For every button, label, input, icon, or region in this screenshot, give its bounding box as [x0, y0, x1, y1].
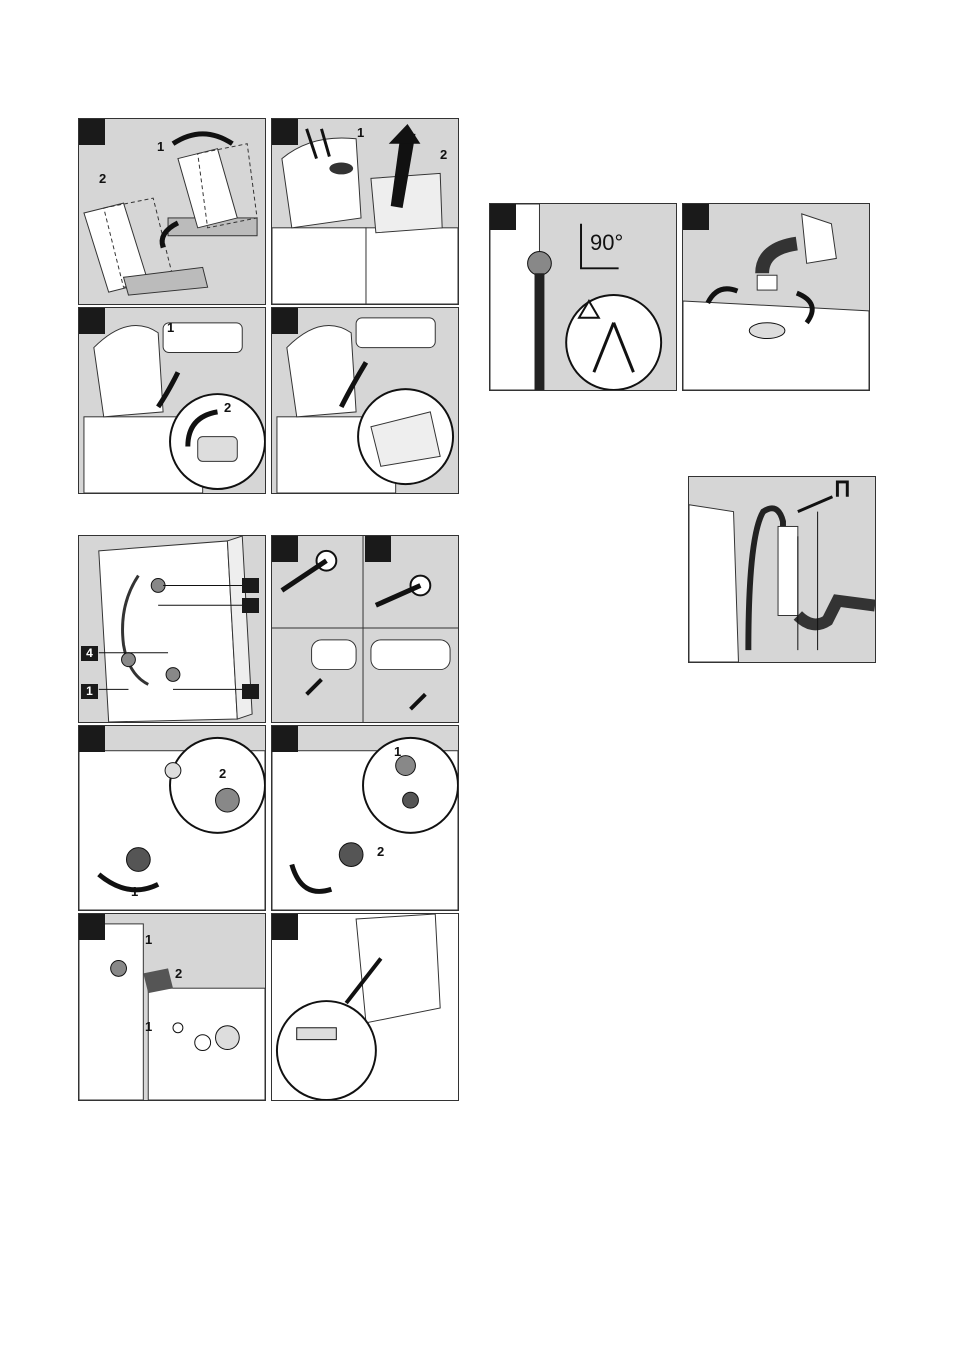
step-marker	[272, 914, 298, 940]
step-marker	[79, 119, 105, 145]
step-marker	[490, 204, 516, 230]
step-marker	[79, 308, 105, 334]
step-panel-remove-bolts	[271, 535, 459, 723]
step-marker	[79, 726, 105, 752]
step-panel-insert-cap: 2 1	[78, 725, 266, 911]
label-2: 2	[219, 766, 226, 781]
label-2: 2	[377, 844, 384, 859]
label-1: 1	[357, 125, 364, 140]
label-1: 1	[131, 884, 138, 899]
step-panel-remove-insert: 1 2	[78, 307, 266, 494]
label-1: 1	[157, 139, 164, 154]
step-panel-store-clip	[271, 913, 459, 1101]
step-marker	[272, 726, 298, 752]
callout-box	[242, 598, 259, 613]
step-marker	[683, 204, 709, 230]
step-panel-connect-tap	[682, 203, 870, 391]
callout-1: 1	[81, 684, 98, 699]
callout-box	[242, 684, 259, 699]
label-2: 2	[175, 966, 182, 981]
step-panel-parts: 1 2 1	[78, 913, 266, 1101]
step-marker	[272, 308, 298, 334]
callout-4: 4	[81, 646, 98, 661]
step-marker	[365, 536, 391, 562]
step-panel-hose-angle: 90°	[489, 203, 677, 391]
step-marker	[272, 119, 298, 145]
step-marker	[272, 536, 298, 562]
step-panel-rear-overview: 4 1	[78, 535, 266, 723]
step-marker	[79, 914, 105, 940]
label-1: 1	[394, 744, 401, 759]
step-panel-insert-fitting	[271, 307, 459, 494]
callout-box	[242, 578, 259, 593]
step-panel-drain-hose	[688, 476, 876, 663]
label-1: 1	[145, 1019, 152, 1034]
label-1: 1	[167, 320, 174, 335]
label-1: 1	[145, 932, 152, 947]
label-2: 2	[440, 147, 447, 162]
label-2: 2	[99, 171, 106, 186]
step-panel-fit-cover: 1 2	[271, 725, 459, 911]
step-panel-remove-film: 1 2	[271, 118, 459, 305]
label-2: 2	[224, 400, 231, 415]
step-panel-remove-packaging: 1 2	[78, 118, 266, 305]
angle-label: 90°	[590, 230, 623, 256]
